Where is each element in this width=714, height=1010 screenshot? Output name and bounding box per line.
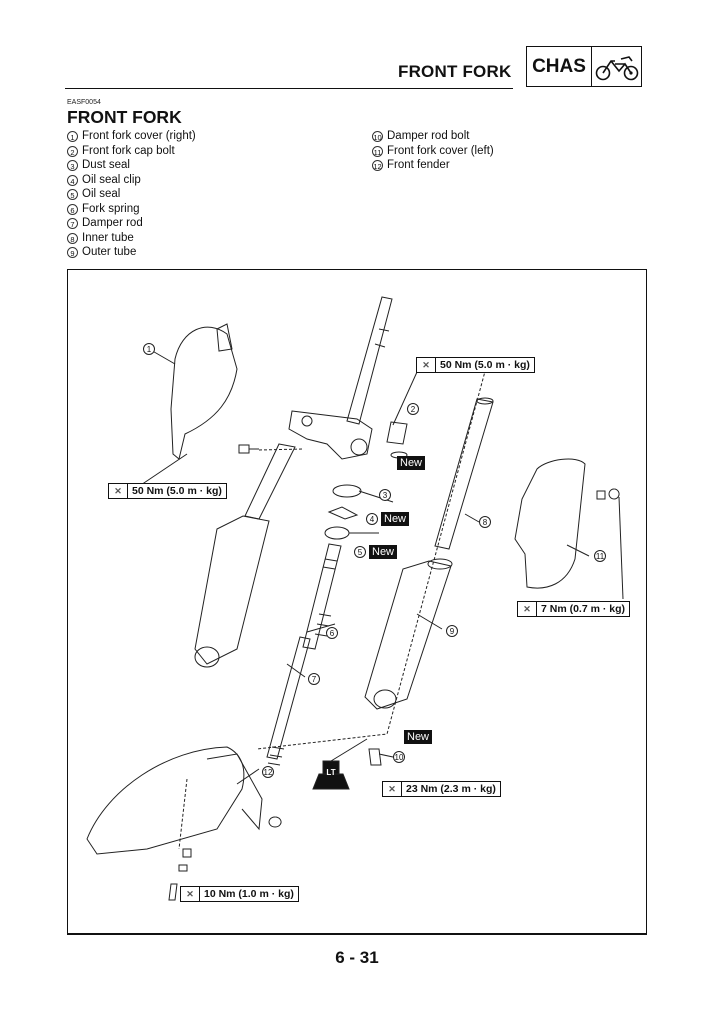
- oil-seal-clip-drawing: [327, 506, 359, 520]
- callout-5: 5: [354, 546, 366, 558]
- torque-wrench-icon: ✕: [181, 887, 200, 901]
- motorcycle-icon: [592, 47, 641, 86]
- pinch-bolt-drawing: [238, 444, 259, 454]
- torque-value: 50 Nm (5.0 m · kg): [132, 485, 222, 497]
- torque-wrench-icon: ✕: [109, 484, 128, 498]
- legend-label: Outer tube: [82, 246, 137, 258]
- legend-label: Damper rod bolt: [387, 130, 470, 142]
- parts-legend-right: 10 Damper rod bolt 11 Front fork cover (le…: [372, 129, 494, 173]
- fork-cover-left-drawing: [514, 458, 586, 589]
- callout-2: 2: [407, 403, 419, 415]
- torque-wrench-icon: ✕: [518, 602, 537, 616]
- legend-item: 12 Front fender: [372, 158, 494, 173]
- legend-label: Dust seal: [82, 159, 130, 171]
- callout-number: 6: [67, 203, 78, 215]
- section-code: EASF0054: [67, 99, 101, 106]
- parts-legend-left: 1 Front fork cover (right) 2 Front fork ca…: [67, 129, 196, 260]
- callout-number: 3: [67, 160, 78, 171]
- torque-label-fender-bolt: ✕ 10 Nm (1.0 m · kg): [180, 886, 299, 902]
- legend-item: 6 Fork spring: [67, 202, 196, 217]
- header-rule: [65, 88, 513, 89]
- torque-wrench-icon: ✕: [417, 358, 436, 372]
- inner-tube-drawing: [434, 398, 494, 550]
- legend-item: 8 Inner tube: [67, 231, 196, 246]
- torque-value: 50 Nm (5.0 m · kg): [440, 359, 530, 371]
- legend-label: Damper rod: [82, 217, 143, 229]
- callout-6: 6: [326, 627, 338, 639]
- legend-label: Front fender: [387, 159, 450, 171]
- callout-number: 7: [67, 218, 78, 229]
- legend-label: Fork spring: [82, 202, 140, 215]
- torque-wrench-icon: ✕: [383, 782, 402, 796]
- section-title: FRONT FORK: [67, 107, 182, 127]
- callout-number: 1: [67, 131, 78, 142]
- cap-bolt-drawing: [386, 421, 408, 445]
- diagram-frame: [67, 269, 647, 934]
- legend-item: 3 Dust seal: [67, 158, 196, 173]
- right-fork-leg-drawing: [244, 443, 296, 520]
- outer-tube-drawing: [364, 560, 452, 710]
- page-number: 6 - 31: [335, 948, 379, 967]
- callout-4: 4: [366, 513, 378, 525]
- legend-item: 5 Oil seal: [67, 187, 196, 202]
- footer-rule: [67, 934, 647, 935]
- legend-label: Oil seal: [82, 188, 121, 200]
- callout-12: 12: [262, 766, 274, 778]
- section-badge: CHAS: [526, 46, 642, 87]
- legend-label: Oil seal clip: [82, 173, 141, 186]
- oil-seal-drawing: [324, 526, 350, 540]
- triple-clamp-drawing: [288, 410, 373, 460]
- torque-label-damper-bolt: ✕ 23 Nm (2.3 m · kg): [382, 781, 501, 797]
- callout-7: 7: [308, 673, 320, 685]
- locktite-icon: [312, 760, 350, 790]
- front-fender-drawing: [86, 746, 245, 855]
- steering-stem-drawing: [346, 296, 393, 425]
- legend-item: 9 Outer tube: [67, 245, 196, 260]
- legend-item: 2 Front fork cap bolt: [67, 144, 196, 159]
- callout-1: 1: [143, 343, 155, 355]
- torque-label-cover-bolt: ✕ 7 Nm (0.7 m · kg): [517, 601, 631, 617]
- callout-number: 11: [372, 145, 383, 157]
- page-header-title: FRONT FORK: [398, 62, 512, 81]
- fork-cover-right-drawing: [170, 326, 238, 460]
- torque-value: 23 Nm (2.3 m · kg): [406, 783, 496, 795]
- legend-label: Front fork cap bolt: [82, 144, 175, 157]
- damper-rod-drawing: [266, 636, 311, 760]
- legend-label: Front fork cover (right): [82, 130, 196, 142]
- callout-number: 2: [67, 145, 78, 157]
- torque-label-cap-bolt: ✕ 50 Nm (5.0 m · kg): [416, 357, 535, 373]
- legend-label: Inner tube: [82, 231, 134, 244]
- callout-number: 4: [67, 174, 78, 186]
- callout-number: 5: [67, 189, 78, 200]
- callout-11: 11: [594, 550, 606, 562]
- fork-spring-drawing: [302, 543, 342, 650]
- torque-value: 7 Nm (0.7 m · kg): [541, 603, 626, 615]
- torque-value: 10 Nm (1.0 m · kg): [204, 888, 294, 900]
- legend-label: Front fork cover (left): [387, 144, 494, 157]
- callout-number: 12: [372, 160, 383, 171]
- callout-number: 10: [372, 131, 383, 142]
- legend-item: 11 Front fork cover (left): [372, 144, 494, 159]
- legend-item: 1 Front fork cover (right): [67, 129, 196, 144]
- damper-rod-bolt-drawing: [368, 748, 382, 766]
- callout-9: 9: [446, 625, 458, 637]
- legend-item: 4 Oil seal clip: [67, 173, 196, 188]
- section-badge-label: CHAS: [527, 47, 592, 86]
- dust-seal-drawing: [332, 484, 362, 498]
- callout-8: 8: [479, 516, 491, 528]
- callout-number: 8: [67, 232, 78, 244]
- new-part-tag: New: [404, 730, 433, 744]
- torque-label-pinch-bolt: ✕ 50 Nm (5.0 m · kg): [108, 483, 227, 499]
- legend-item: 10 Damper rod bolt: [372, 129, 494, 144]
- callout-number: 9: [67, 247, 78, 258]
- locktite-label: LT: [326, 768, 336, 777]
- new-part-tag: New: [397, 456, 426, 470]
- callout-10: 10: [393, 751, 405, 763]
- callout-3: 3: [379, 489, 391, 501]
- new-part-tag: New: [369, 545, 398, 559]
- legend-item: 7 Damper rod: [67, 216, 196, 231]
- new-part-tag: New: [381, 512, 410, 526]
